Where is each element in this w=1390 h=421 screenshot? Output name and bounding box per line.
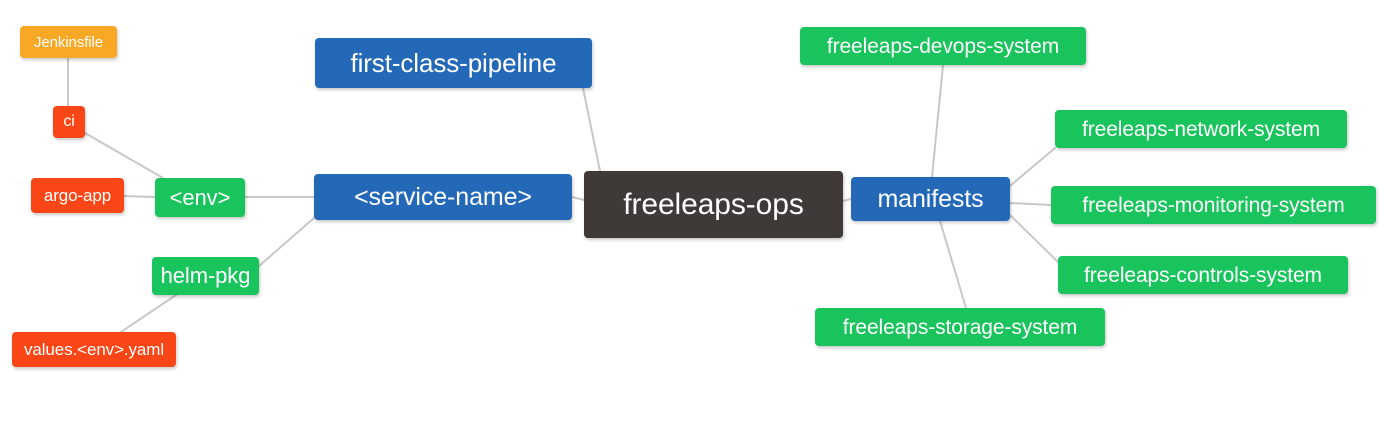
node-label-values-env-yaml: values.<env>.yaml [23,340,165,359]
node-freeleaps-network-system[interactable]: freeleaps-network-system [1055,110,1347,148]
node-label-env: <env> [169,184,231,210]
node-freeleaps-controls-system[interactable]: freeleaps-controls-system [1058,256,1348,294]
edge-helm-pkg-to-values-env-yaml [120,294,177,333]
node-label-freeleaps-controls-system: freeleaps-controls-system [1084,263,1322,287]
edge-manifests-to-freeleaps-storage-system [939,220,967,309]
node-label-freeleaps-monitoring-system: freeleaps-monitoring-system [1082,193,1345,217]
edge-freeleaps-ops-to-service-name [571,196,585,201]
node-label-freeleaps-network-system: freeleaps-network-system [1081,117,1320,141]
node-label-jenkinsfile: Jenkinsfile [34,33,103,51]
node-env[interactable]: <env> [155,178,245,217]
edge-manifests-to-freeleaps-devops-system [931,64,944,178]
node-freeleaps-monitoring-system[interactable]: freeleaps-monitoring-system [1051,186,1376,224]
edge-freeleaps-ops-to-first-class-pipeline [582,87,601,172]
node-argo-app[interactable]: argo-app [31,178,124,213]
node-freeleaps-ops[interactable]: freeleaps-ops [584,171,843,238]
node-ci[interactable]: ci [53,106,85,138]
edge-freeleaps-ops-to-manifests [842,198,852,202]
node-label-freeleaps-storage-system: freeleaps-storage-system [842,315,1078,339]
node-label-helm-pkg: helm-pkg [160,263,251,288]
edge-manifests-to-freeleaps-network-system [1009,147,1056,187]
node-freeleaps-devops-system[interactable]: freeleaps-devops-system [800,27,1086,65]
node-label-ci: ci [63,113,75,130]
edge-env-to-ci [84,132,164,179]
node-values-env-yaml[interactable]: values.<env>.yaml [12,332,176,367]
node-helm-pkg[interactable]: helm-pkg [152,257,259,295]
node-jenkinsfile[interactable]: Jenkinsfile [20,26,117,58]
node-manifests[interactable]: manifests [851,177,1010,221]
node-label-manifests: manifests [877,184,984,213]
node-freeleaps-storage-system[interactable]: freeleaps-storage-system [815,308,1105,346]
node-label-freeleaps-devops-system: freeleaps-devops-system [826,34,1060,58]
node-label-argo-app: argo-app [43,186,112,205]
node-service-name[interactable]: <service-name> [314,174,572,220]
node-label-service-name: <service-name> [354,182,532,211]
node-label-freeleaps-ops: freeleaps-ops [623,187,804,221]
edge-manifests-to-freeleaps-monitoring-system [1009,202,1052,206]
node-label-first-class-pipeline: first-class-pipeline [350,48,557,78]
node-first-class-pipeline[interactable]: first-class-pipeline [315,38,592,88]
edge-service-name-to-helm-pkg [258,217,315,267]
edge-env-to-argo-app [123,195,156,198]
